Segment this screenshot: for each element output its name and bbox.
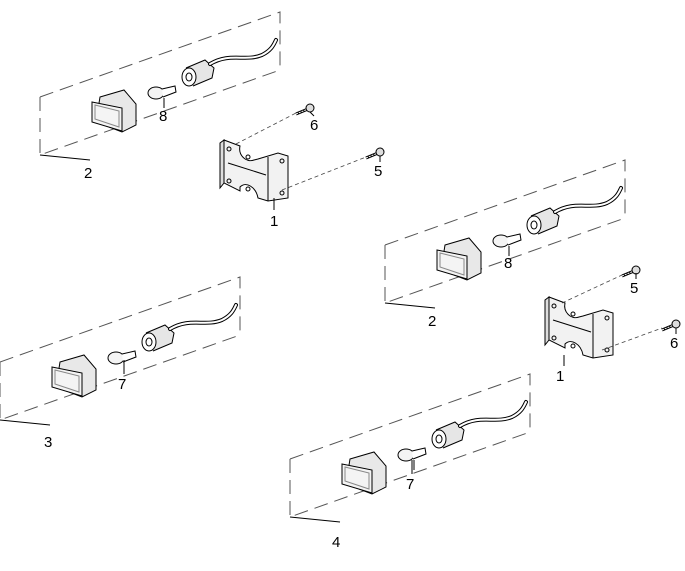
screw-5-right — [620, 264, 642, 278]
screw-6-right — [660, 318, 682, 332]
lamp-assembly-2-right — [383, 158, 627, 310]
screw-5-top — [364, 146, 386, 160]
lamp-assembly-2-top — [38, 10, 282, 162]
callout-2: 2 — [428, 313, 436, 330]
screw-6-top — [294, 102, 316, 116]
callout-7: 7 — [118, 376, 126, 393]
callout-5: 5 — [630, 280, 638, 297]
callout-8: 8 — [504, 255, 512, 272]
callout-7: 7 — [406, 476, 414, 493]
lamp-assembly-4 — [288, 372, 532, 524]
callout-2: 2 — [84, 165, 92, 182]
callout-1: 1 — [556, 368, 564, 385]
callout-8: 8 — [159, 108, 167, 125]
callout-3: 3 — [44, 434, 52, 451]
callout-4: 4 — [332, 534, 340, 551]
callout-6: 6 — [670, 335, 678, 352]
callout-1: 1 — [270, 213, 278, 230]
bracket-1-left — [219, 139, 289, 202]
lamp-assembly-3 — [0, 275, 242, 427]
bracket-1-right — [544, 296, 614, 359]
callout-6: 6 — [310, 117, 318, 134]
callout-5: 5 — [374, 163, 382, 180]
